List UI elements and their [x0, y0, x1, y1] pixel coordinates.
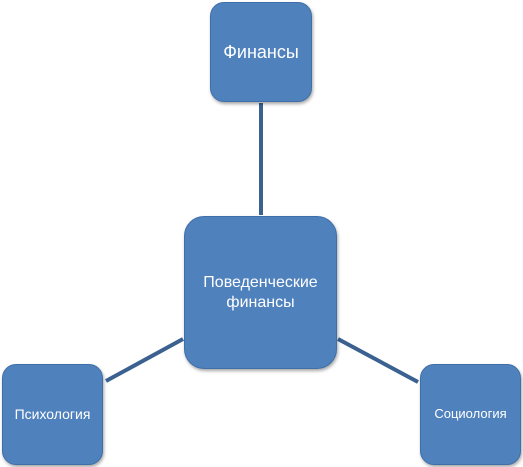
- node-finance-label: Финансы: [223, 41, 299, 62]
- node-psychology: Психология: [2, 364, 103, 465]
- node-finance: Финансы: [210, 2, 312, 102]
- node-behavioral-finance: Поведенческие финансы: [184, 216, 337, 369]
- node-psychology-label: Психология: [14, 405, 91, 422]
- node-sociology: Социология: [420, 364, 521, 465]
- connector-right: [337, 337, 419, 384]
- node-behavioral-finance-label: Поведенческие финансы: [203, 273, 318, 311]
- node-sociology-label: Социология: [434, 406, 507, 422]
- connector-left: [105, 337, 184, 383]
